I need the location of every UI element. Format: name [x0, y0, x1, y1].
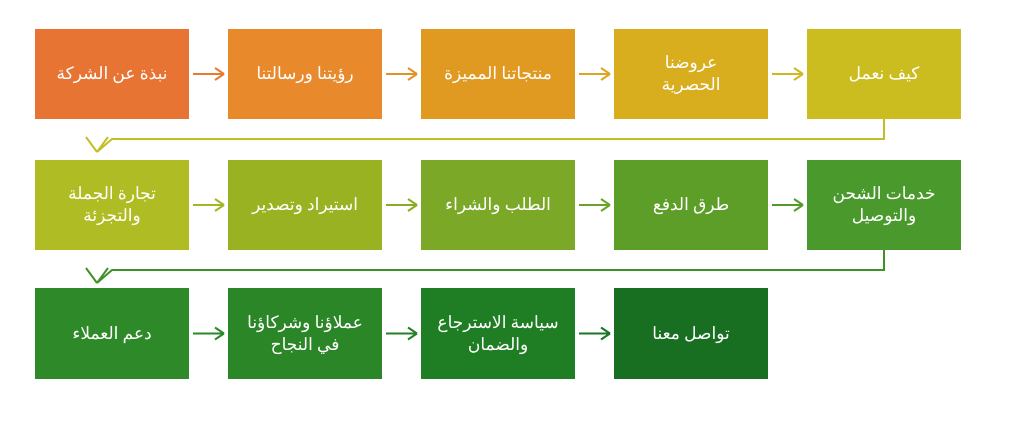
flow-box-import-export: استيراد وتصدير [228, 160, 382, 250]
flow-box-label: في النجاح [270, 334, 340, 354]
flow-box-label: نبذة عن الشركة [56, 64, 168, 83]
flow-arrow-after-about-company [193, 67, 225, 81]
flow-arrow-after-vision-mission [386, 67, 418, 81]
flow-box-label: رؤيتنا ورسالتنا [256, 64, 354, 83]
flow-box-label: الحصرية [661, 75, 721, 94]
flow-arrow-after-featured-products [579, 67, 611, 81]
flow-box-label: استيراد وتصدير [252, 195, 358, 214]
flow-arrow-after-wholesale-retail [193, 198, 225, 212]
flow-box-label: والضمان [467, 334, 529, 354]
flow-connector-wrap-row1-to-row2 [85, 119, 885, 153]
flow-connector-wrap-row2-to-row3 [85, 250, 885, 284]
flow-box-label: دعم العملاء [72, 323, 152, 343]
flow-box-label: كيف نعمل [848, 64, 920, 83]
flow-box-wholesale-retail: تجارة الجملة والتجزئة [35, 160, 189, 250]
flow-box-label: الطلب والشراء [445, 195, 551, 214]
flow-box-label: طرق الدفع [652, 195, 730, 214]
flow-box-label: خدمات الشحن [832, 184, 936, 203]
flow-box-featured-products: منتجاتنا المميزة [421, 29, 575, 119]
flow-box-about-company: نبذة عن الشركة [35, 29, 189, 119]
flow-arrow-after-payment-methods [772, 198, 804, 212]
flow-box-label: منتجاتنا المميزة [444, 64, 552, 83]
flow-box-label: عروضنا [664, 53, 718, 72]
flow-box-label: تجارة الجملة [68, 184, 156, 203]
flow-box-label: تواصل معنا [652, 323, 730, 343]
flow-box-contact-us: تواصل معنا [614, 288, 768, 379]
flow-box-vision-mission: رؤيتنا ورسالتنا [228, 29, 382, 119]
flow-arrow-after-exclusive-offers [772, 67, 804, 81]
flow-arrow-after-clients-partners [386, 326, 418, 341]
flow-box-shipping-delivery: خدمات الشحن والتوصيل [807, 160, 961, 250]
flow-arrow-after-import-export [386, 198, 418, 212]
flow-box-label: عملاؤنا وشركاؤنا [247, 312, 363, 332]
flow-box-order-purchase: الطلب والشراء [421, 160, 575, 250]
flow-box-customer-support: دعم العملاء [35, 288, 189, 379]
flow-box-label: سياسة الاسترجاع [437, 312, 559, 332]
flow-box-label: والتجزئة [83, 206, 141, 225]
flow-box-payment-methods: طرق الدفع [614, 160, 768, 250]
flow-arrow-after-order-purchase [579, 198, 611, 212]
flow-box-label: والتوصيل [851, 206, 917, 225]
flow-box-exclusive-offers: عروضنا الحصرية [614, 29, 768, 119]
flow-arrow-after-customer-support [193, 326, 225, 341]
flow-arrow-after-returns-warranty [579, 326, 611, 341]
flow-box-how-we-work: كيف نعمل [807, 29, 961, 119]
